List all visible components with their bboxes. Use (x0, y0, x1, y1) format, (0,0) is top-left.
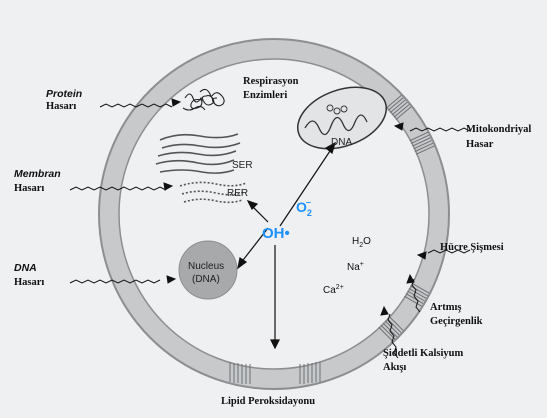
protein-label: Protein (46, 88, 82, 100)
na-label: Na+ (347, 262, 364, 273)
dna-hasari-label: Hasarı (14, 277, 44, 289)
dna-label: DNA (14, 262, 37, 274)
ser-label: SER (232, 160, 253, 171)
h2o-label: H2O (352, 236, 371, 247)
rer-label: RER (227, 188, 248, 199)
hucre-sismesi-label: Hücre Şişmesi (440, 242, 504, 254)
protein-hasari-label: Hasarı (46, 101, 76, 113)
membran-hasari-label: Hasarı (14, 183, 44, 195)
artmis-label: Artmış (430, 302, 462, 314)
mito-dna-label: DNA (331, 137, 352, 148)
mito-hasar-label: Hasar (466, 139, 493, 151)
enzimleri-label: Enzimleri (243, 90, 287, 102)
superoxide: O2– (296, 199, 317, 215)
respirasyon-label: Respirasyon (243, 76, 298, 88)
oh-radical: OH• (262, 225, 290, 242)
membran-label: Membran (14, 168, 61, 180)
nucleus-dna-label: (DNA) (192, 274, 220, 285)
nucleus-label: Nucleus (188, 261, 224, 272)
siddetli-label: Şiddetli Kalsiyum (383, 348, 463, 360)
ca-label: Ca2+ (323, 285, 344, 296)
gecirgenlik-label: Geçirgenlik (430, 316, 483, 328)
lipid-label: Lipid Peroksidayonu (221, 396, 315, 408)
mitokondriyal-label: Mitokondriyal (466, 124, 531, 136)
akisi-label: Akışı (383, 362, 406, 374)
